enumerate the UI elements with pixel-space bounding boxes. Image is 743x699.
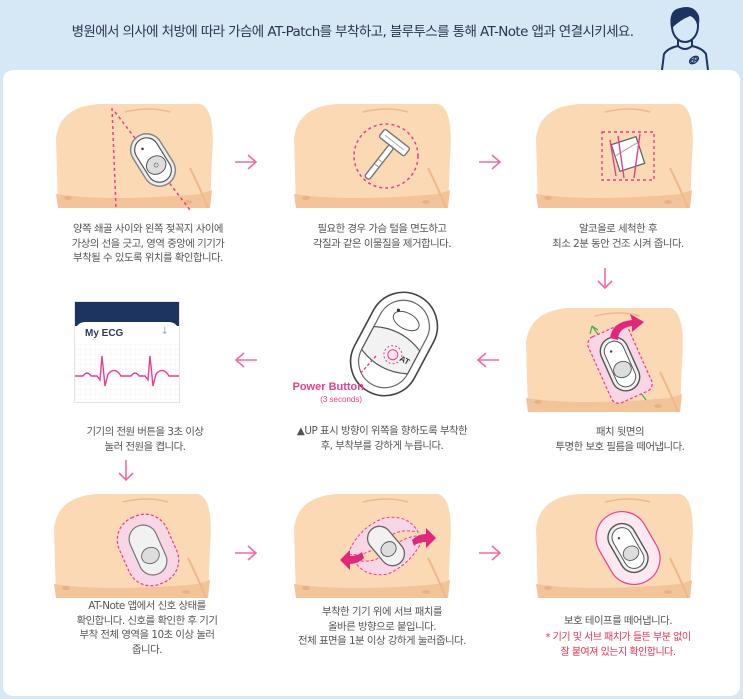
step-8-caption: 부착한 기기 위에 서브 패치를 올바른 방향으로 붙입니다. 전체 표면을 1… xyxy=(298,606,466,647)
arrow-right-icon xyxy=(479,545,502,561)
step-4-caption: 패치 뒷면의 투명한 보호 필름을 떼어냅니다. xyxy=(555,426,685,453)
step-7-caption: AT-Note 앱에서 신호 상태를 확인합니다. 신호를 확인한 후 기기 부… xyxy=(76,600,218,656)
arrow-down-icon xyxy=(597,268,613,290)
power-button-duration: (3 seconds) xyxy=(320,395,362,404)
step-2-caption: 필요한 경우 가슴 털을 면도하고 각질과 같은 이물질을 제거합니다. xyxy=(312,223,452,250)
chest-location-lines-icon xyxy=(56,104,213,211)
svg-text:AT: AT xyxy=(398,354,411,367)
ecg-waveform xyxy=(75,344,179,400)
arrow-down-icon xyxy=(118,460,134,482)
step-1-caption: 양쪽 쇄골 사이와 왼쪽 젖꼭지 사이에 가상의 선을 긋고, 영역 중앙에 기… xyxy=(71,223,225,264)
header-banner: 병원에서 의사에 처방에 따라 가슴에 AT-Patch를 부착하고, 블루투스… xyxy=(0,0,743,70)
step-9-caption: 보호 테이프를 떼어냅니다. xyxy=(563,615,673,627)
sub-patch-icon xyxy=(294,494,451,599)
remove-tape-icon xyxy=(536,494,693,599)
press-device-icon: AT xyxy=(349,291,439,397)
ecg-app-title: My ECG xyxy=(85,328,124,339)
person-with-patch-icon xyxy=(661,7,709,70)
alcohol-swab-icon xyxy=(536,104,693,209)
arrow-right-icon xyxy=(479,154,502,170)
step-3-caption: 알코올로 세척한 후 최소 2분 동안 건조 시켜 줍니다. xyxy=(552,223,684,250)
step-5-caption: ▲UP 표시 방향이 위쪽을 향하도록 부착한 후, 부착부를 강하게 누릅니다… xyxy=(296,425,468,452)
header-instruction: 병원에서 의사에 처방에 따라 가슴에 AT-Patch를 부착하고, 블루투스… xyxy=(71,24,634,40)
peel-film-icon xyxy=(526,308,683,413)
arrow-right-icon xyxy=(235,545,258,561)
my-ecg-app-icon: My ECG ↓ xyxy=(74,301,180,403)
download-arrow-icon: ↓ xyxy=(160,326,169,337)
press-whole-area-icon xyxy=(54,494,211,599)
arrow-right-icon xyxy=(235,154,258,170)
razor-icon xyxy=(294,104,451,209)
step-9-warning-note: * 기기 및 서브 패치가 들뜬 부분 없이 잘 붙여져 있는지 확인합니다. xyxy=(545,632,691,658)
step-6-caption: 기기의 전원 버튼을 3초 이상 눌러 전원을 켭니다. xyxy=(86,426,204,453)
arrow-left-icon xyxy=(234,352,257,368)
power-button-label: Power Button xyxy=(292,381,365,393)
arrow-left-icon xyxy=(476,352,499,368)
